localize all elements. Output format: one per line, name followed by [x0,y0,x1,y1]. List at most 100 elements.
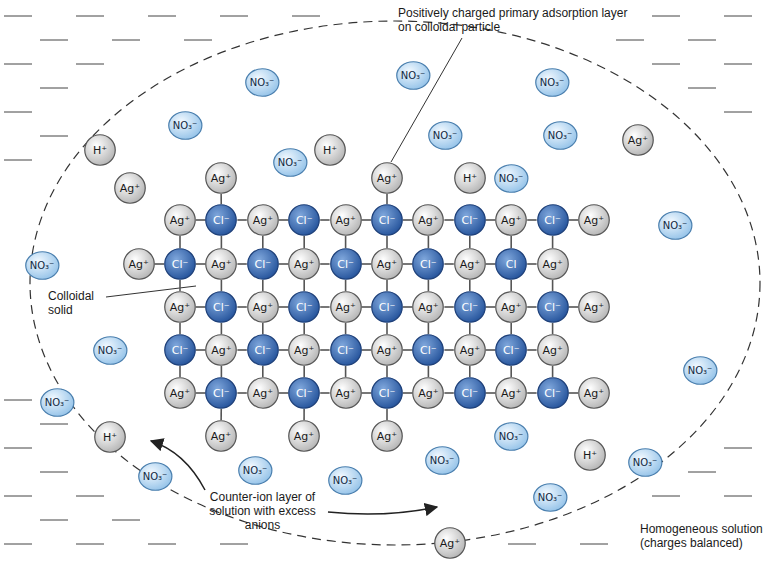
ion: Ag⁺ [205,162,237,194]
solution-dash [4,112,32,113]
ionic-bond [179,323,181,334]
ion-label: H⁺ [583,449,597,462]
ion-sphere [628,448,661,476]
ion: Cl⁻ [537,291,569,323]
ionic-bond [237,349,246,351]
ion: Ag⁺ [288,334,320,366]
ionic-bond [237,392,246,394]
ion-label: Cl⁻ [337,258,354,271]
ion-label: Cl⁻ [255,258,272,271]
solution-dash [688,40,716,41]
ion-sphere [496,249,527,280]
ion-label: Cl⁻ [296,301,313,314]
ionic-bond [262,323,264,334]
solution-dash [580,544,608,545]
solution-dash [40,520,68,521]
ionic-bond [569,219,578,221]
ion-sphere [575,440,606,471]
ion-label: Ag⁺ [460,344,480,357]
ion-label: NO₃⁻ [499,172,524,185]
ion-sphere [372,249,403,280]
ion-label: Ag⁺ [542,344,562,357]
ion-sphere [115,173,146,204]
ion: Cl⁻ [288,291,320,323]
callout-label: Positively charged primary adsorption la… [398,6,630,34]
ion: NO₃⁻ [93,336,128,365]
ion-sphere [494,422,527,450]
ion-label: Cl⁻ [379,301,396,314]
ion-sphere [289,335,320,366]
solution-dashes [4,16,752,544]
ion: Cl⁻ [330,248,362,280]
ion: Cl⁻ [288,204,320,236]
ion: Ag⁺ [330,204,362,236]
ion-sphere [494,164,527,192]
ion: NO₃⁻ [138,462,173,491]
ion-label: H⁺ [463,172,477,185]
ion-label: Cl⁻ [172,258,189,271]
ionic-bond [386,366,388,377]
ion-sphere [455,249,486,280]
ion: Cl⁻ [454,377,486,409]
ion: NO₃⁻ [273,148,308,177]
ion: Ag⁺ [205,248,237,280]
solution-dash [220,16,248,17]
ion: Ag⁺ [164,377,196,409]
ionic-bond [303,236,305,248]
ion: NO₃⁻ [25,251,60,280]
ionic-bond [196,349,205,351]
ionic-bond [403,306,412,308]
ion-label: NO₃⁻ [173,119,198,132]
solution-dash [652,64,680,65]
ion-sphere [248,249,279,280]
ion: NO₃⁻ [535,68,570,97]
solution-dash [4,544,32,545]
ion: H⁺ [84,134,116,166]
ionic-bond [345,280,347,291]
solution-dash [40,88,68,89]
ion-sphere [455,292,486,323]
ionic-bond [279,306,288,308]
ionic-bond [469,236,471,248]
ion: Cl⁻ [371,204,403,236]
ion-label: Ag⁺ [170,387,190,400]
ionic-bond [486,306,495,308]
ion: Cl⁻ [247,334,279,366]
ionic-bond [403,263,412,265]
ionic-bond [527,219,536,221]
ion-label: Cl⁻ [172,344,189,357]
ion: Ag⁺ [247,204,279,236]
ion-label: Ag⁺ [120,182,140,195]
ion-label: Ag⁺ [253,387,273,400]
solution-dash [112,520,140,521]
ion: NO₃⁻ [494,164,529,193]
ion: Ag⁺ [412,291,444,323]
ionic-bond [386,236,388,248]
ionic-bond [469,366,471,377]
ion: Ag⁺ [371,248,403,280]
ion-sphere [413,335,444,366]
ionic-bond [527,306,536,308]
ion: Cl⁻ [288,377,320,409]
ion-label: NO₃⁻ [143,470,168,483]
ion: H⁺ [574,439,606,471]
solution-dash [76,16,104,17]
ionic-bond [428,366,430,377]
ion-label: Cl⁻ [213,387,230,400]
ion-sphere [330,335,361,366]
ion-label: H⁺ [103,431,117,444]
ionic-bond [262,366,264,377]
ion-label: Ag⁺ [501,214,521,227]
ion: Cl⁻ [205,204,237,236]
ion-sphere [165,335,196,366]
ion-sphere [165,205,196,236]
ionic-bond [527,349,536,351]
region-note: Homogeneous solution (charges balanced) [640,522,768,550]
ionic-bond [345,323,347,334]
ionic-bond [444,219,453,221]
ion: Ag⁺ [288,248,320,280]
ion: NO₃⁻ [628,448,663,477]
ion-sphere [413,249,444,280]
ionic-bond [552,280,554,291]
